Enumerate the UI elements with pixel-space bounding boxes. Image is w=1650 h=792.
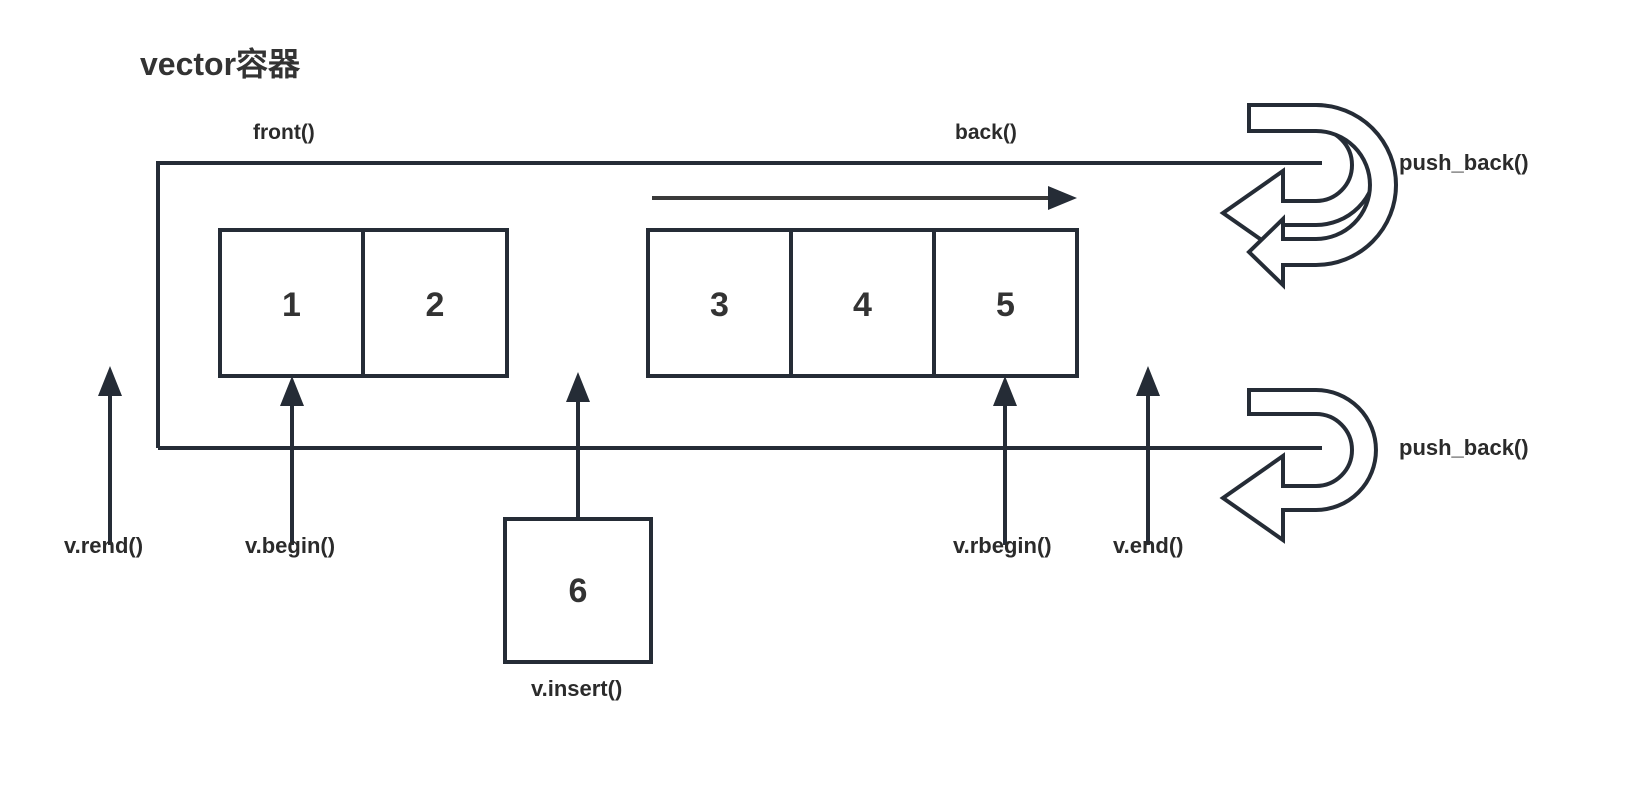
cell-value-5: 5 (996, 286, 1015, 324)
cell-value-4: 4 (853, 286, 872, 324)
cell-value-6: 6 (568, 572, 588, 610)
label-v-begin: v.begin() (245, 533, 336, 558)
label-v-rend: v.rend() (64, 533, 144, 558)
pointer-arrow-rend (98, 366, 122, 545)
pointer-arrow-begin (280, 376, 304, 545)
pointer-arrow-insert (566, 372, 590, 519)
label-push-back-top: push_back() (1399, 150, 1529, 175)
label-v-end: v.end() (1113, 533, 1184, 558)
label-front: front() (253, 121, 315, 144)
cell-value-1: 1 (282, 286, 301, 324)
label-push-back-bottom: push_back() (1399, 435, 1529, 460)
label-back: back() (955, 121, 1017, 144)
label-v-insert: v.insert() (531, 676, 623, 701)
push-back-uturn-icon-bottom (1219, 388, 1378, 544)
cell-group-left (218, 228, 509, 378)
pointer-arrow-end (1136, 366, 1160, 545)
push-back-uturn-icon-top (1219, 103, 1398, 290)
cell-value-3: 3 (710, 286, 729, 324)
pointer-arrow-rbegin (993, 376, 1017, 545)
forward-traverse-arrow (652, 186, 1077, 210)
cell-insert (503, 517, 653, 664)
cell-value-2: 2 (425, 286, 445, 324)
cell-group-right (646, 228, 1079, 378)
upper-frame-path (156, 161, 1322, 448)
page-title: vector容器 (140, 46, 301, 82)
label-v-rbegin: v.rbegin() (953, 533, 1052, 558)
